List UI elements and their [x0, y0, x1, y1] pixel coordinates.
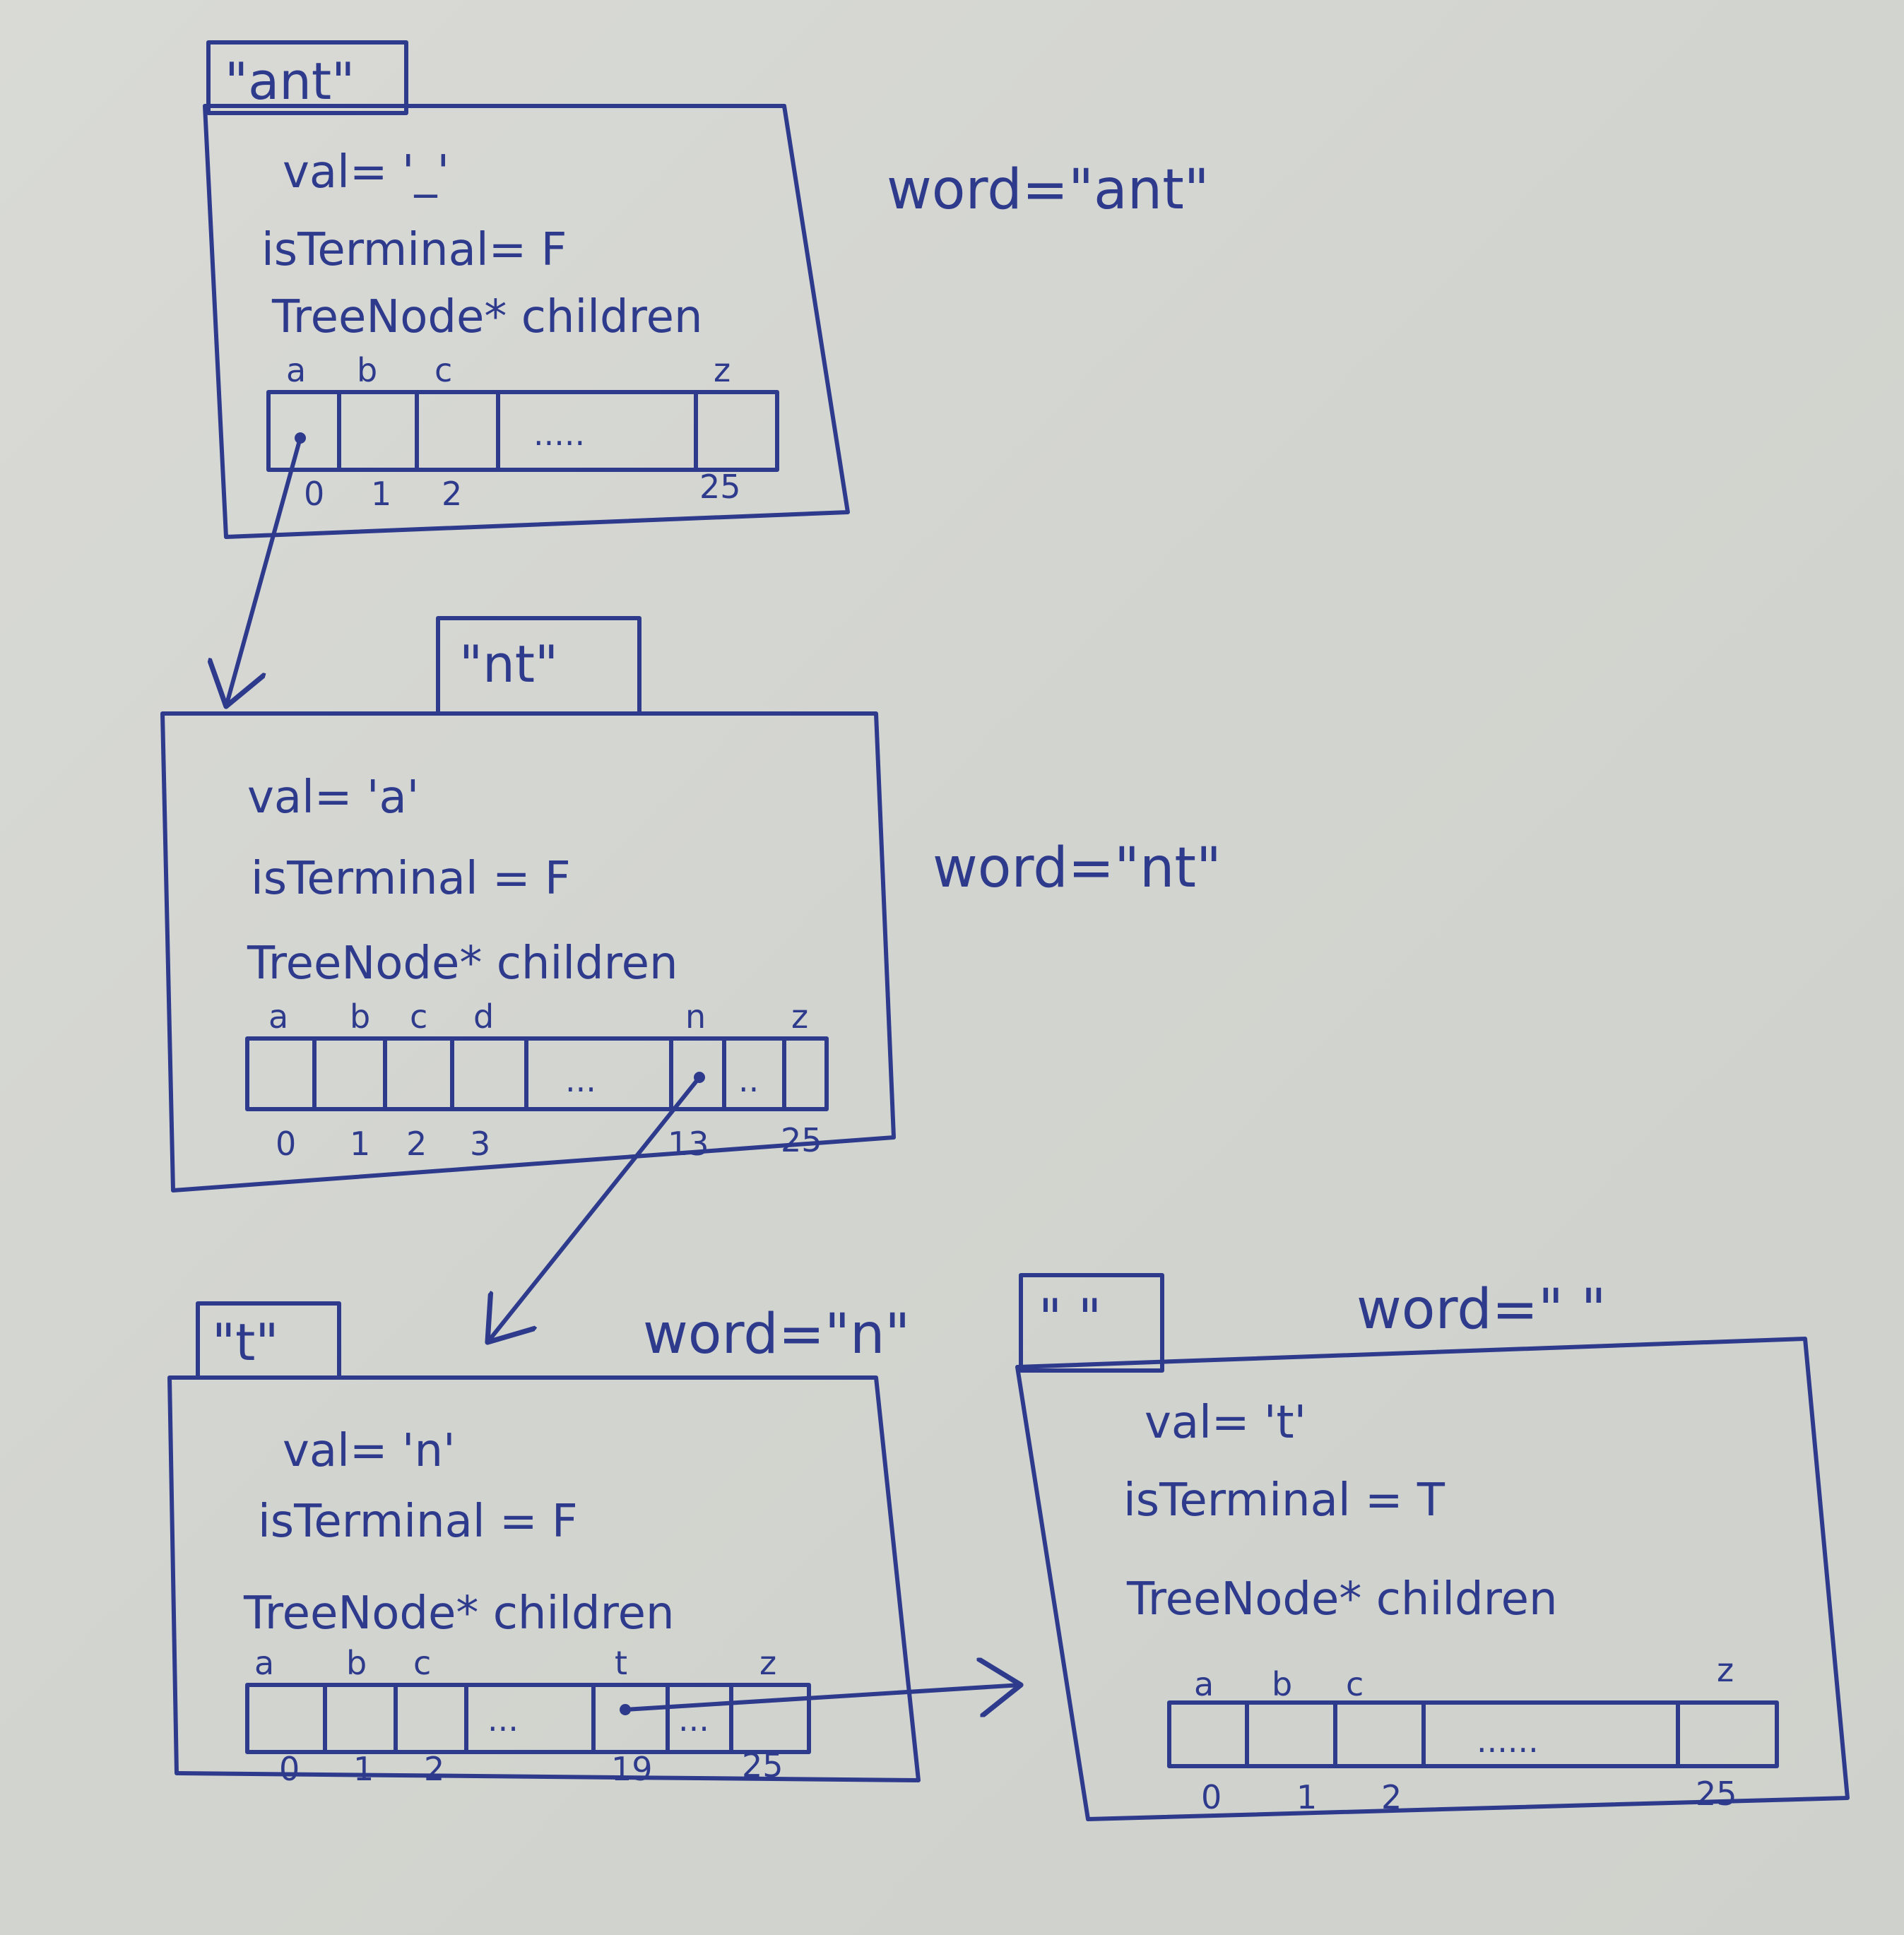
node-root-box	[203, 104, 850, 539]
arrow-n-to-t	[623, 1685, 1021, 1710]
node-t-val: val= 't'	[1145, 1397, 1306, 1449]
node-root-children-label: TreeNode* children	[271, 291, 703, 343]
node-n-letter-c: c	[413, 1644, 431, 1682]
node-t-index-0: 0	[1201, 1778, 1222, 1816]
node-n-tab-label: "t"	[212, 1313, 278, 1372]
node-root-letter-a: a	[286, 351, 306, 389]
node-a-ellipsis: ...	[565, 1061, 596, 1099]
node-t-ellipsis: ......	[1477, 1722, 1539, 1760]
node-a-index-0: 0	[276, 1125, 296, 1163]
node-root-letter-b: b	[357, 351, 377, 389]
node-root-val: val= '_'	[283, 146, 449, 199]
node-n-index-2: 2	[424, 1750, 444, 1788]
word-note-root: word="ant"	[887, 158, 1210, 222]
node-a-is-terminal: isTerminal = F	[251, 853, 571, 905]
node-t-index-25: 25	[1696, 1775, 1737, 1813]
node-a-children-label: TreeNode* children	[247, 937, 678, 990]
node-t-index-2: 2	[1381, 1778, 1402, 1816]
node-a-index-25: 25	[781, 1121, 822, 1159]
node-n-letter-a: a	[254, 1644, 274, 1682]
arrow-a-to-n	[487, 1075, 702, 1342]
node-a: "nt" val= 'a' isTerminal = F TreeNode* c…	[160, 616, 896, 1193]
node-n-val: val= 'n'	[283, 1425, 456, 1477]
node-n-index-1: 1	[353, 1750, 374, 1788]
node-root-letter-z: z	[714, 351, 731, 389]
node-root-letter-c: c	[434, 351, 452, 389]
word-note-n: word="n"	[643, 1303, 910, 1366]
node-t-box	[1015, 1337, 1850, 1821]
node-root-index-25: 25	[699, 468, 741, 506]
node-root: "ant" val= '_' isTerminal= F TreeNode* c…	[203, 40, 850, 539]
node-n-letter-b: b	[346, 1644, 367, 1682]
node-t-letter-a: a	[1194, 1665, 1214, 1703]
node-a-children-array	[245, 1036, 829, 1111]
node-root-index-2: 2	[442, 475, 462, 513]
node-n: "t" val= 'n' isTerminal = F TreeNode* ch…	[167, 1301, 921, 1788]
node-n-box	[167, 1375, 921, 1782]
node-t-letter-c: c	[1346, 1665, 1364, 1703]
word-note-t: word=" "	[1356, 1278, 1607, 1342]
node-a-ellipsis-2: ..	[738, 1061, 759, 1099]
node-n-letter-z: z	[759, 1644, 776, 1682]
node-n-ellipsis: ...	[487, 1700, 519, 1739]
node-a-index-2: 2	[406, 1125, 427, 1163]
node-a-box	[160, 711, 896, 1193]
node-root-tab-label: "ant"	[225, 52, 355, 111]
node-n-children-label: TreeNode* children	[243, 1587, 675, 1640]
node-a-tab-label: "nt"	[459, 634, 558, 694]
node-t-is-terminal: isTerminal = T	[1123, 1474, 1445, 1527]
node-t-letter-b: b	[1272, 1665, 1292, 1703]
node-a-letter-c: c	[410, 998, 427, 1036]
node-t: " " val= 't' isTerminal = T TreeNode* ch…	[1015, 1273, 1850, 1821]
node-t-children-array	[1167, 1700, 1779, 1768]
node-a-letter-z: z	[791, 998, 808, 1036]
node-a-letter-b: b	[350, 998, 370, 1036]
node-t-children-label: TreeNode* children	[1126, 1573, 1558, 1626]
node-root-tab	[206, 40, 408, 115]
node-t-letter-z: z	[1717, 1651, 1734, 1689]
node-a-index-1: 1	[350, 1125, 370, 1163]
node-n-index-25: 25	[742, 1746, 784, 1785]
arrow-root-to-a	[226, 436, 302, 706]
node-a-letter-a: a	[268, 998, 288, 1036]
node-root-children-array	[266, 390, 779, 472]
node-n-is-terminal: isTerminal = F	[258, 1496, 578, 1548]
node-root-is-terminal: isTerminal= F	[261, 224, 567, 276]
node-a-val: val= 'a'	[247, 771, 419, 824]
node-a-letter-d: d	[473, 998, 494, 1036]
node-root-ellipsis: .....	[533, 415, 585, 453]
node-a-letter-n: n	[685, 998, 706, 1036]
node-n-index-0: 0	[279, 1750, 300, 1788]
node-t-tab	[1019, 1273, 1164, 1373]
node-a-index-13: 13	[668, 1125, 709, 1163]
node-t-index-1: 1	[1296, 1778, 1317, 1816]
node-root-index-1: 1	[371, 475, 391, 513]
node-n-letter-t: t	[615, 1644, 627, 1682]
word-note-a: word="nt"	[933, 836, 1222, 900]
node-t-tab-label: " "	[1039, 1288, 1101, 1347]
node-a-index-3: 3	[470, 1125, 490, 1163]
node-n-children-array	[245, 1683, 811, 1754]
node-n-index-19: 19	[611, 1750, 653, 1788]
node-root-index-0: 0	[304, 475, 324, 513]
